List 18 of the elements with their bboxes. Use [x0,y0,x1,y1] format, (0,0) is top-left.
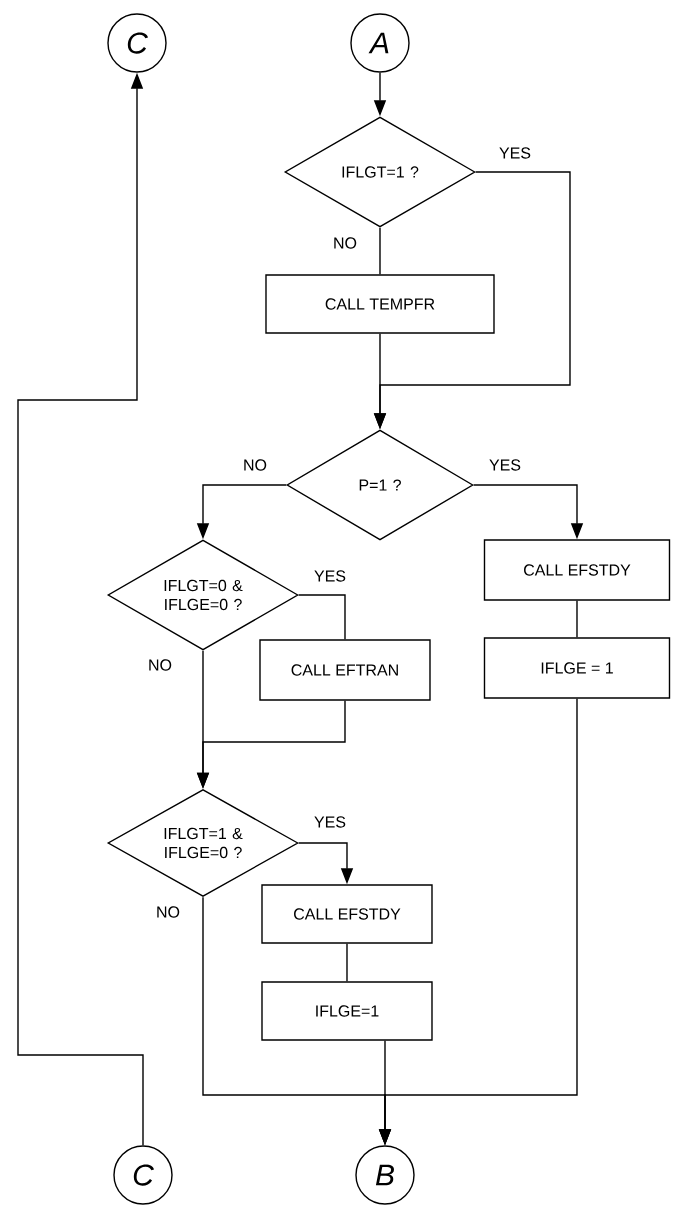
edge-label: YES [498,146,532,160]
edge-label: YES [488,458,522,472]
connector-line [346,943,348,982]
edge-label: NO [242,458,268,472]
edge-label: YES [313,569,347,583]
process-box: IFLGE = 1 [483,637,671,699]
edge-label: NO [147,658,173,672]
process-box: CALL EFTRAN [259,639,431,701]
connector-line [576,600,578,638]
process-box: CALL EFSTDY [261,884,433,944]
edge-label: NO [155,905,181,919]
connector-line [298,594,346,640]
edge-label: NO [332,236,358,250]
connector-line [379,227,381,275]
process-box: IFLGE=1 [261,981,433,1041]
edge-label: YES [313,815,347,829]
process-box: CALL TEMPFR [265,274,495,334]
process-box: CALL EFSTDY [483,539,671,601]
